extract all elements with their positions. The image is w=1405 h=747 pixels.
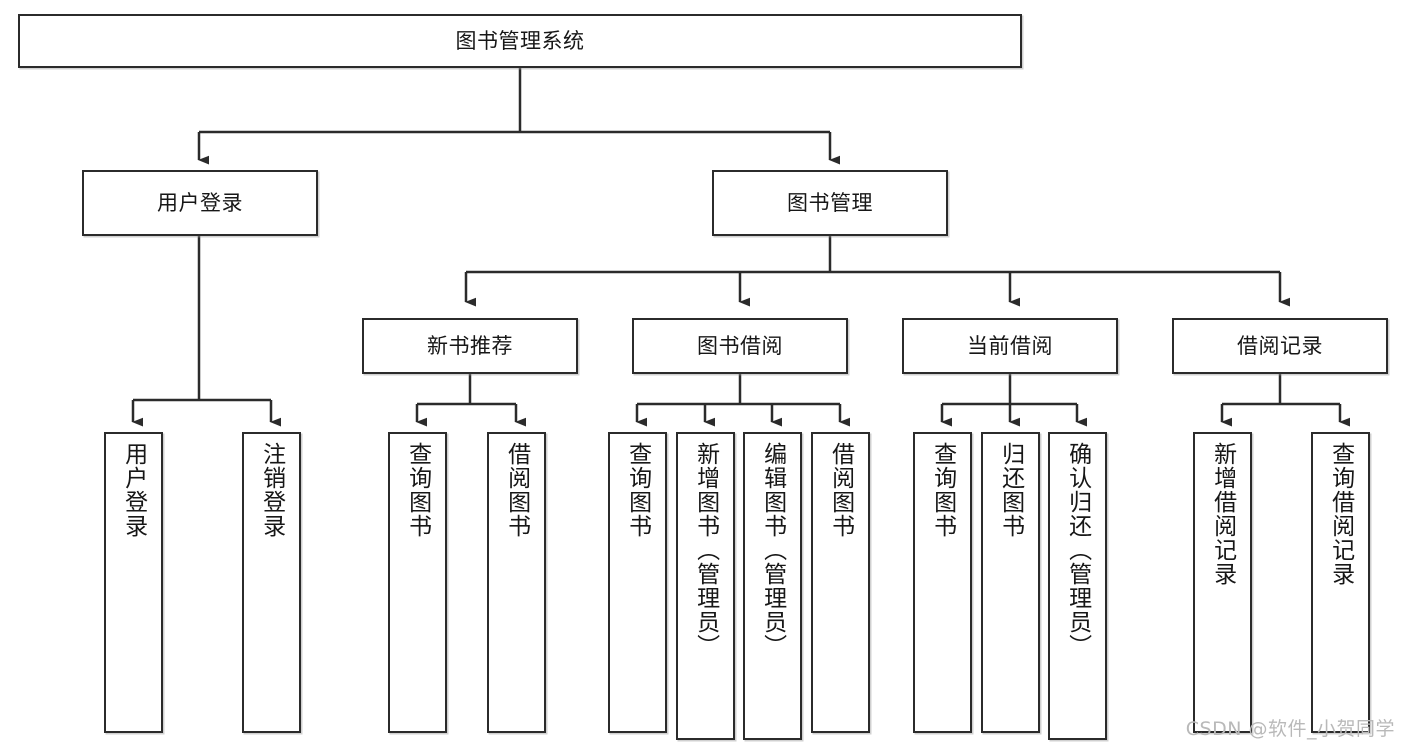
leaf-edit-book[interactable]: 编辑图书（管理员）	[743, 432, 802, 740]
leaf-borrow-book-2-label: 借阅图书	[827, 442, 854, 538]
leaf-borrow-book-2[interactable]: 借阅图书	[811, 432, 870, 733]
leaf-user-logout-label: 注销登录	[258, 442, 285, 538]
leaf-borrow-book-1-label: 借阅图书	[503, 442, 530, 538]
leaf-query-book-2[interactable]: 查询图书	[608, 432, 667, 733]
node-user-login[interactable]: 用户登录	[82, 170, 318, 236]
leaf-borrow-book-1[interactable]: 借阅图书	[487, 432, 546, 733]
node-book-management-label: 图书管理	[787, 190, 873, 215]
node-borrow-record[interactable]: 借阅记录	[1172, 318, 1388, 374]
leaf-confirm-return[interactable]: 确认归还（管理员）	[1048, 432, 1107, 740]
node-current-borrow[interactable]: 当前借阅	[902, 318, 1118, 374]
node-root[interactable]: 图书管理系统	[18, 14, 1022, 68]
node-borrow-record-label: 借阅记录	[1237, 333, 1323, 358]
node-book-borrow[interactable]: 图书借阅	[632, 318, 848, 374]
leaf-edit-book-label: 编辑图书（管理员）	[759, 442, 786, 658]
leaf-query-book-1[interactable]: 查询图书	[388, 432, 447, 733]
leaf-query-book-2-label: 查询图书	[624, 442, 651, 538]
leaf-user-login-label: 用户登录	[120, 442, 147, 538]
node-root-label: 图书管理系统	[455, 28, 585, 53]
leaf-query-book-3[interactable]: 查询图书	[913, 432, 972, 733]
leaf-confirm-return-label: 确认归还（管理员）	[1064, 442, 1091, 658]
leaf-user-logout[interactable]: 注销登录	[242, 432, 301, 733]
node-current-borrow-label: 当前借阅	[967, 333, 1053, 358]
leaf-return-book[interactable]: 归还图书	[981, 432, 1040, 733]
leaf-add-book[interactable]: 新增图书（管理员）	[676, 432, 735, 740]
leaf-query-record[interactable]: 查询借阅记录	[1311, 432, 1370, 733]
leaf-query-book-1-label: 查询图书	[404, 442, 431, 538]
leaf-add-record[interactable]: 新增借阅记录	[1193, 432, 1252, 733]
leaf-add-book-label: 新增图书（管理员）	[692, 442, 719, 658]
node-book-management[interactable]: 图书管理	[712, 170, 948, 236]
node-user-login-label: 用户登录	[157, 190, 243, 215]
node-new-book-recommend-label: 新书推荐	[427, 333, 513, 358]
leaf-return-book-label: 归还图书	[997, 442, 1024, 538]
leaf-query-record-label: 查询借阅记录	[1327, 442, 1354, 586]
leaf-add-record-label: 新增借阅记录	[1209, 442, 1236, 586]
node-book-borrow-label: 图书借阅	[697, 333, 783, 358]
leaf-query-book-3-label: 查询图书	[929, 442, 956, 538]
csdn-watermark: CSDN @软件_小贺同学	[1185, 718, 1395, 740]
node-new-book-recommend[interactable]: 新书推荐	[362, 318, 578, 374]
leaf-user-login[interactable]: 用户登录	[104, 432, 163, 733]
